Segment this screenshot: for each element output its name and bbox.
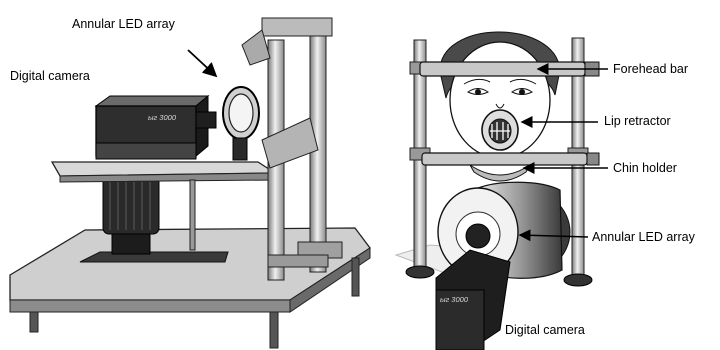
camera-lens-front: [466, 224, 490, 248]
label-annular-led-array-right: Annular LED array: [592, 230, 696, 244]
label-digital-camera-right: Digital camera: [505, 323, 585, 337]
base-leg: [352, 258, 359, 296]
right-apparatus: ыг 3000 Forehead bar Lip retractor Chin …: [396, 32, 696, 350]
arrow-annular-led-array: [188, 50, 216, 76]
camera-brand-text: ыг 3000: [148, 113, 177, 122]
base-leg: [30, 312, 38, 332]
camera-body-top: [96, 96, 208, 106]
left-apparatus: ыг 3000 Annular LED array Digital camera: [10, 17, 370, 348]
label-chin-holder: Chin holder: [613, 161, 677, 175]
camera-column-base: [112, 232, 150, 254]
camera-brand-text-right: ыг 3000: [440, 295, 469, 304]
camera-column: [103, 176, 159, 234]
label-lip-retractor: Lip retractor: [604, 114, 671, 128]
chin-holder-bar: [422, 153, 587, 165]
camera-lens: [196, 112, 216, 128]
led-ring-stand: [233, 138, 247, 160]
base-board-front: [10, 300, 290, 312]
label-digital-camera: Digital camera: [10, 69, 90, 83]
chin-cup: [470, 165, 530, 181]
base-leg: [270, 312, 278, 348]
label-forehead-bar: Forehead bar: [613, 62, 688, 76]
label-annular-led-array: Annular LED array: [72, 17, 176, 31]
